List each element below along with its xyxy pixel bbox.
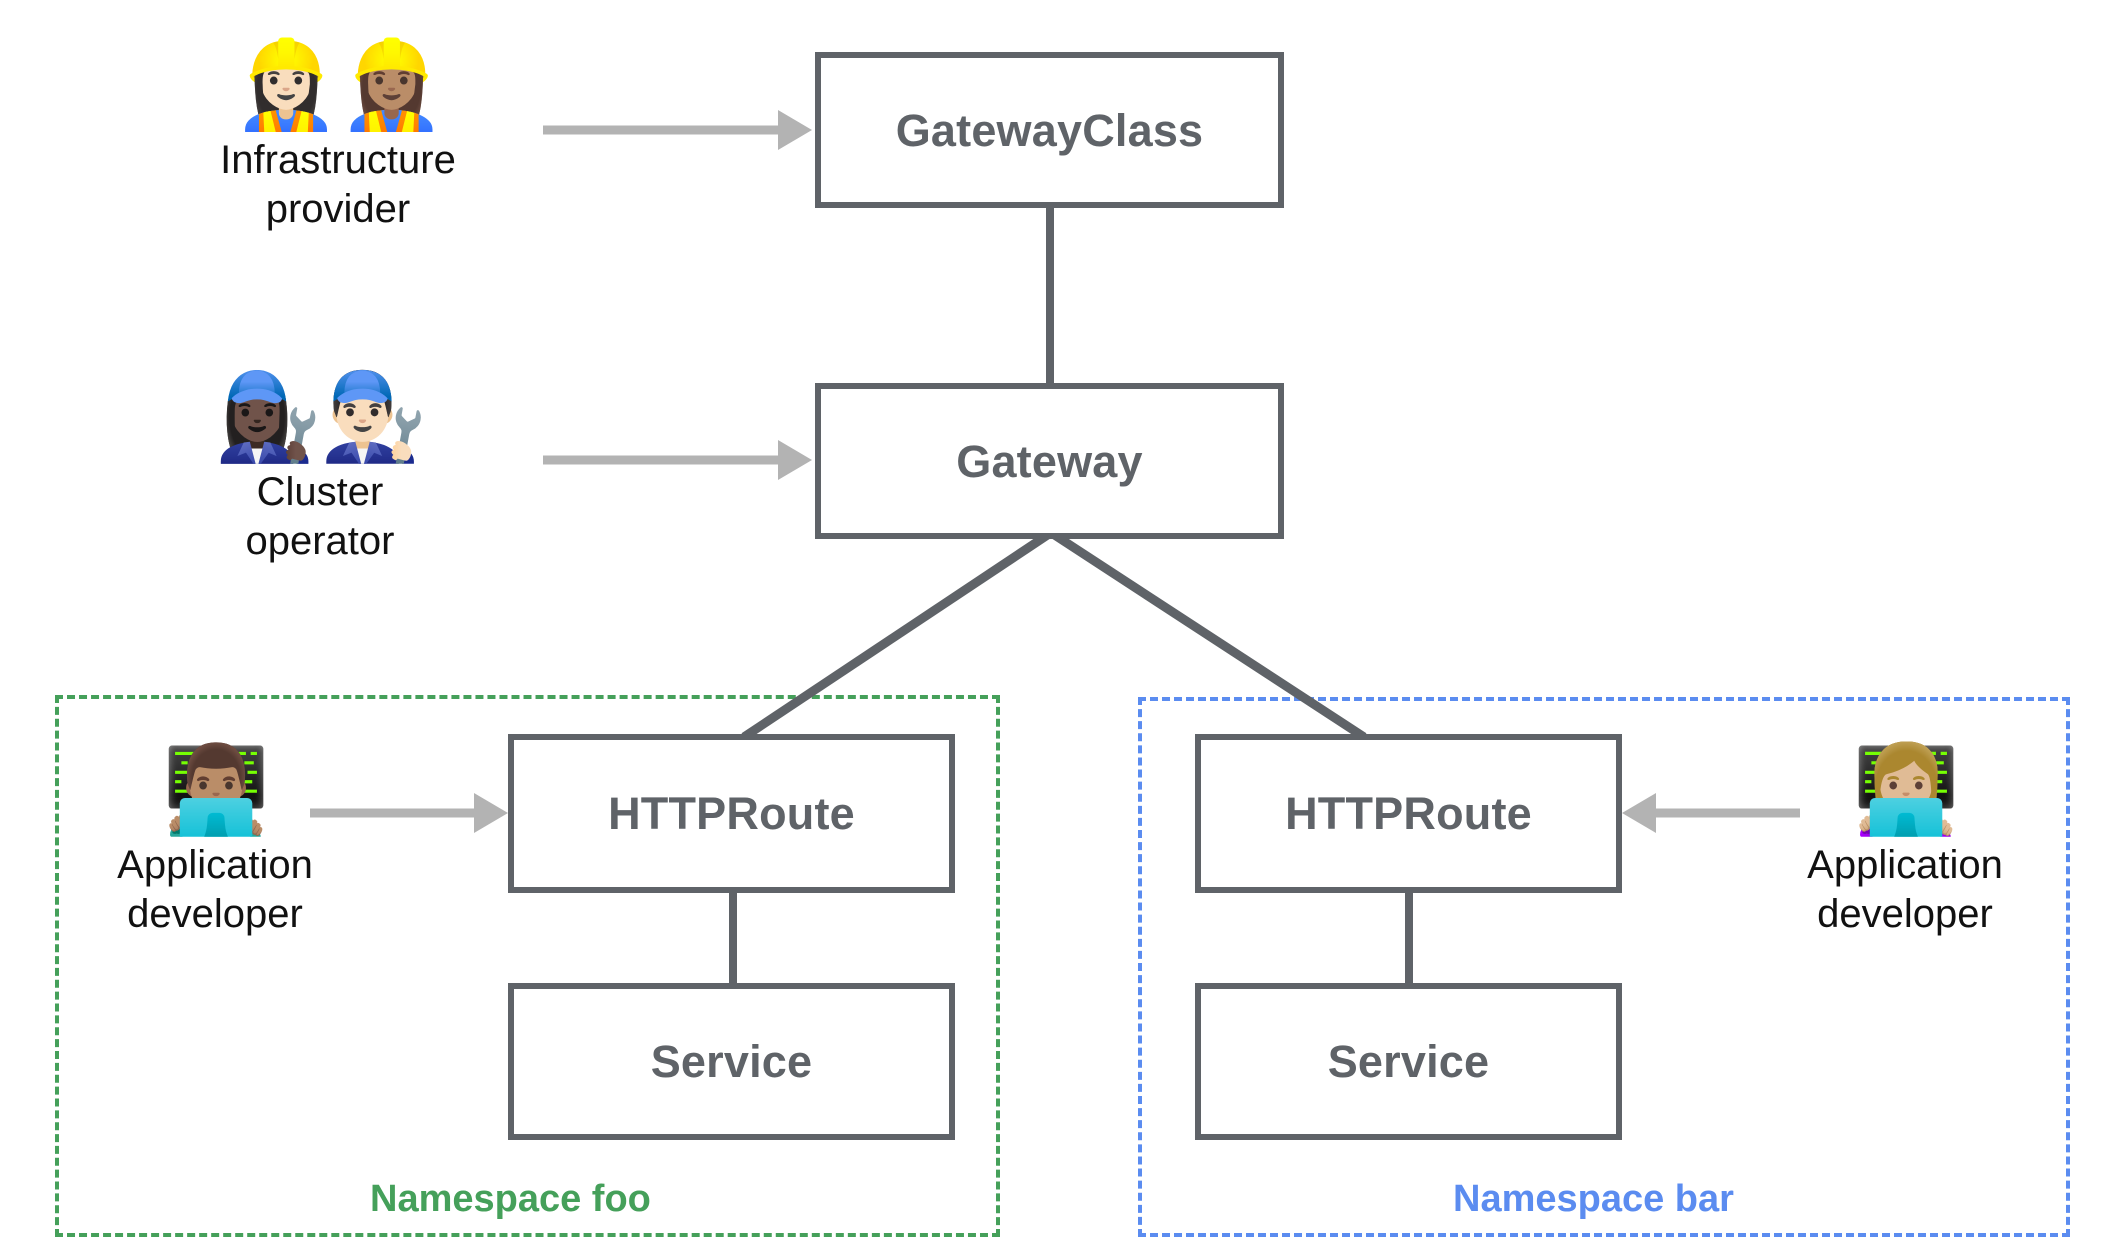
node-service-bar-label: Service: [1327, 1036, 1490, 1087]
node-gatewayclass-label: GatewayClass: [895, 104, 1204, 156]
node-gateway[interactable]: Gateway: [815, 383, 1284, 539]
namespace-box-bar: [1138, 697, 2070, 1237]
actor-cluster-operator: 👩🏿‍🔧👨🏻‍🔧 Cluster operator: [170, 372, 470, 566]
actor-application-developer-bar: 👩🏼‍💻 Application developer: [1805, 745, 2005, 939]
namespace-label-bar: Namespace bar: [1443, 1178, 1744, 1221]
mechanic-icon: 👩🏿‍🔧👨🏻‍🔧: [214, 367, 427, 467]
node-httproute-bar[interactable]: HTTPRoute: [1195, 734, 1622, 893]
namespace-label-foo: Namespace foo: [360, 1178, 661, 1221]
actor-infrastructure-provider-label: Infrastructure provider: [220, 138, 456, 232]
node-service-foo[interactable]: Service: [508, 983, 955, 1140]
namespace-box-foo: [55, 695, 1000, 1237]
node-httproute-foo[interactable]: HTTPRoute: [508, 734, 955, 893]
node-service-bar[interactable]: Service: [1195, 983, 1622, 1140]
technologist-icon: 👩🏼‍💻: [1852, 740, 1959, 840]
actor-cluster-operator-label: Cluster operator: [245, 470, 395, 564]
actor-infrastructure-provider: 👷🏻‍♀️👷🏽‍♀️ Infrastructure provider: [188, 40, 488, 234]
node-gatewayclass[interactable]: GatewayClass: [815, 52, 1284, 208]
actor-application-developer-bar-label: Application developer: [1807, 843, 2003, 937]
node-service-foo-label: Service: [650, 1036, 813, 1087]
technologist-icon: 👨🏽‍💻: [162, 740, 269, 840]
arrow-cluster-operator-to-gateway: [543, 440, 812, 480]
actor-application-developer-foo-label: Application developer: [117, 843, 313, 937]
actor-application-developer-foo: 👨🏽‍💻 Application developer: [115, 745, 315, 939]
node-httproute-bar-label: HTTPRoute: [1285, 788, 1532, 839]
node-gateway-label: Gateway: [956, 435, 1143, 487]
arrow-infrastructure-provider-to-gatewayclass: [543, 110, 812, 150]
construction-worker-icon: 👷🏻‍♀️👷🏽‍♀️: [232, 35, 445, 135]
node-httproute-foo-label: HTTPRoute: [608, 788, 855, 839]
